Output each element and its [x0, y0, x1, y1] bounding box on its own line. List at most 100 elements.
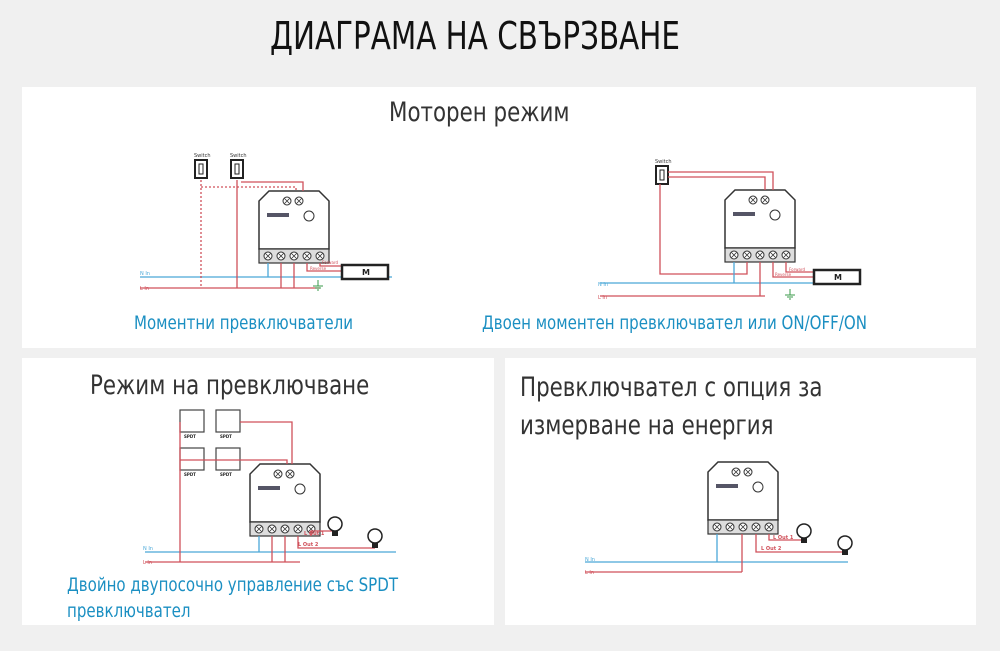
- bulb-base: [842, 550, 848, 555]
- terminal-screw-cross: [278, 253, 284, 259]
- spdt-caption-line1: Двойно двупосочно управление със SPDT: [67, 574, 399, 596]
- terminal-screw-cross: [275, 471, 281, 477]
- button-icon: [769, 209, 781, 221]
- switch-rocker: [659, 169, 665, 181]
- switch-icon: [194, 159, 208, 179]
- spdt-switch-icon: [179, 409, 205, 433]
- terminal-screw-cross: [304, 253, 310, 259]
- reverse-wire: [772, 262, 815, 278]
- terminal-screw-cross: [770, 252, 776, 258]
- switch-label: Switch: [655, 159, 672, 165]
- bulb-base: [372, 543, 378, 548]
- page-title: ДИАГРАМА НА СВЪРЗВАНЕ: [270, 14, 680, 58]
- light-bulb-icon: [837, 535, 853, 551]
- n-in-label: N In: [598, 282, 608, 288]
- button-icon: [303, 210, 315, 222]
- l-out2-label: L Out 2: [298, 542, 319, 548]
- smart-switch-module: [249, 463, 321, 523]
- terminal-screw-cross: [317, 253, 323, 259]
- l-out1-wire: [310, 530, 333, 536]
- reverse-wire: [306, 263, 342, 272]
- n-in-label: N In: [585, 557, 595, 563]
- switch-rocker: [234, 163, 240, 175]
- terminal-screw-cross: [753, 524, 759, 530]
- momentary-switches-caption: Моментни превключватели: [134, 312, 354, 334]
- forward-label: Forward: [789, 267, 806, 272]
- spdt-label: SPDT: [220, 472, 232, 477]
- spdt-switch-icon: [215, 409, 241, 433]
- switch-link: [668, 171, 774, 190]
- spdt-label: SPDT: [184, 434, 196, 439]
- light-bulb-icon: [327, 516, 343, 532]
- l-in-label: L In: [140, 286, 149, 292]
- terminal-screw-cross: [745, 469, 751, 475]
- terminal-screw-cross: [757, 252, 763, 258]
- spdt-switch-icon: [215, 447, 241, 471]
- l-out2-wire: [297, 536, 375, 549]
- l-out1-wire: [768, 534, 802, 541]
- terminal-screw-cross: [744, 252, 750, 258]
- l-out1-label: L Out 1: [773, 535, 794, 541]
- terminal-screw-cross: [296, 198, 302, 204]
- metering-heading-line1: Превключвател с опция за: [520, 372, 823, 403]
- terminal-screw-cross: [727, 524, 733, 530]
- dual-momentary-caption: Двоен моментен превключвател или ON/OFF/…: [482, 312, 867, 334]
- smart-switch-module: [258, 190, 330, 250]
- spdt-switch-icon: [179, 447, 205, 471]
- bulb-base: [801, 538, 807, 543]
- switch-label: Switch: [230, 153, 247, 159]
- spdt-label: SPDT: [184, 472, 196, 477]
- l-out2-label: L Out 2: [761, 546, 782, 552]
- logo: [733, 212, 755, 216]
- forward-wire: [319, 263, 342, 267]
- switch-mode-heading: Режим на превключване: [90, 370, 370, 401]
- light-bulb-icon: [796, 523, 812, 539]
- ground-icon: [785, 289, 795, 300]
- terminal-screw-cross: [284, 198, 290, 204]
- terminal-screw-cross: [731, 252, 737, 258]
- terminal-screw-cross: [733, 469, 739, 475]
- motor-mode-heading: Моторен режим: [389, 97, 570, 128]
- n-in-label: N In: [140, 271, 150, 277]
- spdt-link: [240, 421, 293, 464]
- l-out2-wire: [755, 534, 843, 553]
- terminal-screw-cross: [269, 526, 275, 532]
- reverse-label: Reverse: [310, 266, 327, 271]
- metering-heading-line2: измерване на енергия: [520, 410, 774, 441]
- terminal-screw-cross: [287, 471, 293, 477]
- logo: [258, 486, 280, 490]
- terminal-screw-cross: [783, 252, 789, 258]
- spdt-link: [180, 459, 288, 464]
- motor-mode-panel: Моторен режим Моментни превключватели Дв…: [22, 87, 976, 348]
- terminal-screw-cross: [265, 253, 271, 259]
- switch-icon: [655, 165, 669, 185]
- motor-label: M: [362, 268, 370, 277]
- spdt-label: SPDT: [220, 434, 232, 439]
- switch-rocker: [198, 163, 204, 175]
- button-icon: [294, 483, 306, 495]
- terminal-screw-cross: [762, 197, 768, 203]
- switch-link: [241, 181, 304, 191]
- l-in-label: L In: [598, 295, 607, 301]
- forward-wire: [785, 262, 815, 273]
- terminal-screw-cross: [295, 526, 301, 532]
- switch-label: Switch: [194, 153, 211, 159]
- switch-wire: [659, 184, 748, 275]
- light-bulb-icon: [367, 528, 383, 544]
- l-in-label: L In: [585, 570, 594, 576]
- terminal-screw-cross: [282, 526, 288, 532]
- button-icon: [752, 481, 764, 493]
- motor-icon: [812, 268, 862, 286]
- reverse-label: Reverse: [775, 272, 792, 277]
- terminal-screw-cross: [714, 524, 720, 530]
- n-in-label: N In: [143, 546, 153, 552]
- forward-label: Forward: [322, 260, 339, 265]
- logo: [267, 213, 289, 217]
- motor-label: M: [834, 273, 842, 282]
- terminal-screw-cross: [750, 197, 756, 203]
- terminal-screw-cross: [291, 253, 297, 259]
- smart-switch-module: [707, 461, 779, 521]
- ground-icon: [313, 280, 323, 291]
- terminal-screw-cross: [740, 524, 746, 530]
